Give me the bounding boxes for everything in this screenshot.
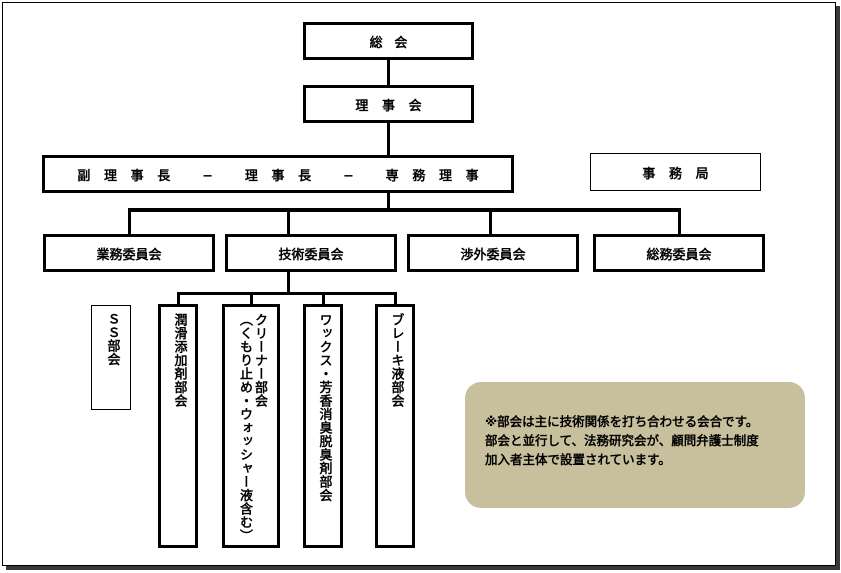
- ss-subcommittee-box: ＳＳ部会: [91, 305, 131, 410]
- subcommittee-cleaner: クリーナー部会 （くもり止め・ウォッシャー液含む）: [222, 304, 280, 548]
- connector-board-executives: [387, 121, 390, 156]
- board-box: 理事会: [303, 85, 474, 123]
- drop-sub-1: [177, 292, 180, 306]
- note-line: 加入者主体で設置されています。: [485, 452, 671, 467]
- committee-external: 渉外委員会: [407, 234, 579, 272]
- drop-sub-2: [250, 292, 253, 306]
- note-box: ※部会は主に技術関係を打ち合わせる会合です。 部会と並行して、法務研究会が、顧問…: [465, 382, 805, 508]
- connector-technical-subcommittees: [287, 271, 290, 294]
- subcommittee-wax-deodorant: ワックス・芳香消臭脱臭剤部会: [303, 304, 343, 548]
- secretariat-box: 事務局: [590, 153, 761, 191]
- committee-business: 業務委員会: [43, 234, 215, 272]
- drop-external: [489, 208, 492, 236]
- drop-technical: [287, 208, 290, 236]
- drop-sub-4: [394, 292, 397, 306]
- committee-general-affairs: 総務委員会: [593, 234, 765, 272]
- note-line: ※部会は主に技術関係を打ち合わせる会合です。: [485, 414, 759, 429]
- subcommittee-label: ブレーキ液部会: [388, 313, 404, 408]
- committee-bus: [128, 208, 681, 212]
- subcommittee-label: ワックス・芳香消臭脱臭剤部会: [316, 313, 332, 502]
- drop-general-affairs: [678, 208, 681, 236]
- committee-technical: 技術委員会: [225, 234, 397, 272]
- general-assembly-box: 総会: [303, 22, 474, 60]
- drop-sub-3: [322, 292, 325, 306]
- subcommittee-label: クリーナー部会 （くもり止め・ウォッシャー液含む）: [237, 313, 267, 543]
- ss-subcommittee-label: ＳＳ部会: [104, 312, 120, 366]
- connector-assembly-board: [387, 59, 390, 86]
- connector-executives-committees: [387, 191, 390, 210]
- executives-box: 副理事長 − 理事長 − 専務理事: [42, 155, 514, 193]
- subcommittee-brake-fluid: ブレーキ液部会: [375, 304, 415, 548]
- subcommittee-label: 潤滑添加剤部会: [171, 313, 187, 408]
- drop-business: [128, 208, 131, 236]
- subcommittee-lubricant-additive: 潤滑添加剤部会: [158, 304, 198, 548]
- subcommittee-bus: [177, 292, 397, 295]
- note-line: 部会と並行して、法務研究会が、顧問弁護士制度: [485, 433, 759, 448]
